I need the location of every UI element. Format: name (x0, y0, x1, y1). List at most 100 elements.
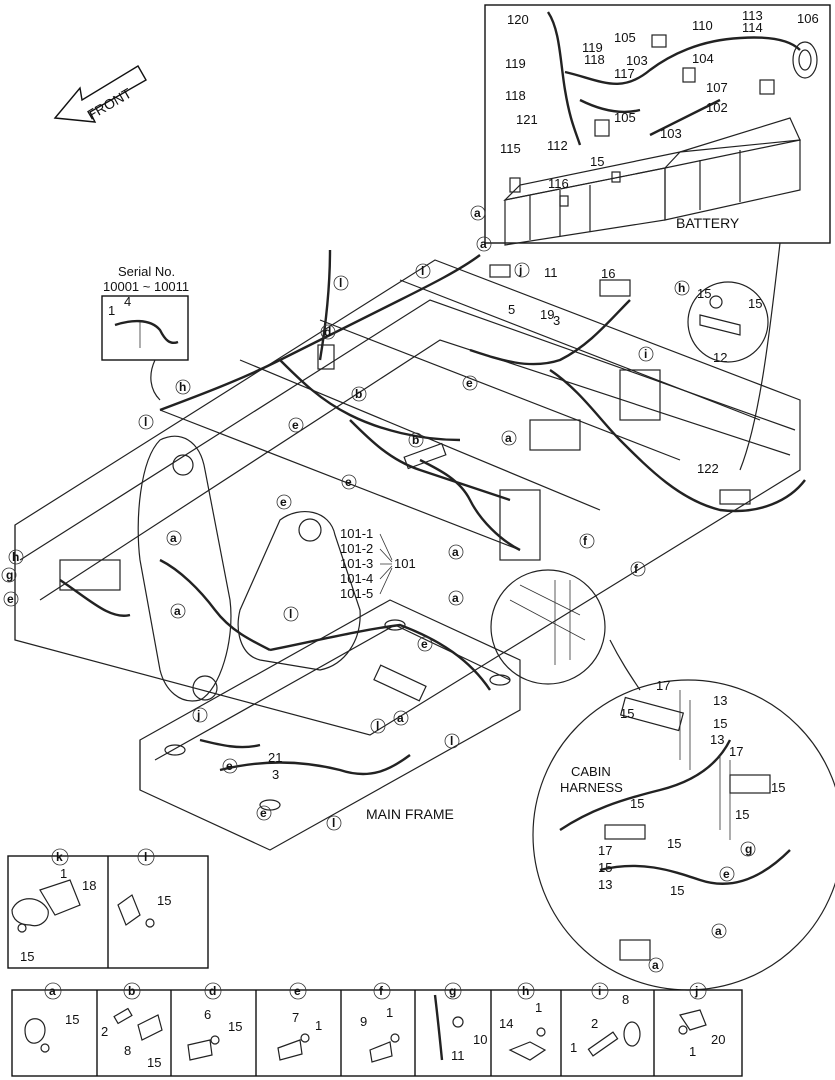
detail-k-18: 18 (82, 878, 96, 893)
callout-16: 16 (601, 266, 615, 281)
battery-callout-120: 120 (507, 12, 529, 27)
detail-i-tag: i (591, 982, 609, 1000)
svg-text:a: a (452, 545, 459, 559)
svg-text:a: a (474, 206, 481, 220)
callout-11: 11 (544, 265, 558, 280)
battery-callout-115: 115 (500, 141, 521, 156)
detail-f-9: 9 (360, 1014, 367, 1029)
cabin-callout-13b: 13 (710, 732, 724, 747)
tag-l-1: l (415, 263, 431, 279)
svg-text:b: b (355, 387, 362, 401)
cabin-callout-15f: 15 (667, 836, 681, 851)
svg-text:e: e (345, 475, 352, 489)
tag-a-6: a (393, 710, 409, 726)
cabin-callout-17a: 17 (656, 678, 670, 693)
callout-21: 21 (268, 750, 282, 765)
svg-text:l: l (144, 415, 147, 429)
tag-l-5: l (370, 718, 386, 734)
cabin-callout-15g: 15 (598, 860, 612, 875)
cabin-callout-13c: 13 (598, 877, 612, 892)
callout-3b: 3 (272, 767, 279, 782)
detail-j-tag: j (689, 982, 707, 1000)
tag-i-1: i (638, 346, 654, 362)
battery-callout-119b: 119 (582, 40, 603, 55)
detail-h-tag: h (517, 982, 535, 1000)
callout-101-1: 101-1 (340, 526, 373, 541)
battery-callout-107: 107 (706, 80, 728, 95)
svg-text:a: a (397, 711, 404, 725)
svg-text:a: a (170, 531, 177, 545)
detail-b-2: 2 (101, 1024, 108, 1039)
cabin-callout-13a: 13 (713, 693, 727, 708)
detail-b-15: 15 (147, 1055, 161, 1070)
cabin-tag-e: e (719, 866, 735, 882)
battery-callout-103a: 103 (626, 53, 648, 68)
svg-text:f: f (634, 562, 639, 576)
svg-text:d: d (324, 325, 331, 339)
letter-tags: a a j h l l d i b b e e e e e e e e a a … (1, 205, 690, 831)
svg-text:l: l (289, 607, 292, 621)
tag-d-1: d (320, 324, 336, 340)
svg-text:j: j (518, 263, 522, 277)
tag-l-7: l (326, 815, 342, 831)
cabin-callout-15h: 15 (670, 883, 684, 898)
detail-d-15: 15 (228, 1019, 242, 1034)
tag-a-5: a (448, 590, 464, 606)
cabin-harness-inset: 17 13 15 15 13 17 15 15 15 15 17 15 13 1… (490, 569, 835, 991)
detail-l-15: 15 (157, 893, 171, 908)
detail-e-tag: e (289, 982, 307, 1000)
tag-l-2: l (333, 275, 349, 291)
main-frame-label: MAIN FRAME (366, 806, 454, 822)
detail-kl: k l 1 18 15 15 (7, 848, 209, 969)
battery-callout-103b: 103 (660, 126, 682, 141)
cabin-tag-f: g (740, 841, 756, 857)
svg-text:i: i (598, 984, 601, 998)
battery-callout-105b: 105 (614, 110, 636, 125)
tag-l-3: l (138, 414, 154, 430)
tag-a-3: a (501, 430, 517, 446)
detail-g-10: 10 (473, 1032, 487, 1047)
svg-text:g: g (449, 984, 456, 998)
callout-101: 101 (394, 556, 416, 571)
callout-101-4: 101-4 (340, 571, 373, 586)
svg-text:l: l (144, 850, 147, 864)
detail-i-1: 1 (570, 1040, 577, 1055)
battery-callout-112: 112 (547, 138, 568, 153)
tag-l-4: l (283, 606, 299, 622)
detail-i-8: 8 (622, 992, 629, 1007)
serial-label-1: Serial No. (118, 264, 175, 279)
callout-101-2: 101-2 (340, 541, 373, 556)
detail-d-6: 6 (204, 1007, 211, 1022)
detail-g-11: 11 (451, 1048, 465, 1063)
callout-5: 5 (508, 302, 515, 317)
svg-text:f: f (379, 984, 384, 998)
tag-g-1: f (579, 533, 595, 549)
svg-text:l: l (332, 816, 335, 830)
svg-text:k: k (56, 850, 63, 864)
svg-text:l: l (421, 264, 424, 278)
tag-a-1: a (470, 205, 486, 221)
detail-j-1: 1 (689, 1044, 696, 1059)
battery-callout-116: 116 (548, 176, 569, 191)
tag-h-1: h (674, 280, 690, 296)
svg-text:i: i (644, 347, 647, 361)
detail-i-2: 2 (591, 1016, 598, 1031)
tag-l-6: l (444, 733, 460, 749)
battery-callout-15: 15 (590, 154, 604, 169)
cabin-callout-15d: 15 (735, 807, 749, 822)
tag-j-2: j (192, 707, 208, 723)
svg-text:e: e (280, 495, 287, 509)
battery-callout-105: 105 (614, 30, 636, 45)
detail-g-tag: g (444, 982, 462, 1000)
svg-text:e: e (421, 637, 428, 651)
tag-j-1: j (514, 262, 530, 278)
detail-j-20: 20 (711, 1032, 725, 1047)
serial-callout-4: 4 (124, 294, 131, 309)
detail-b-tag: b (123, 982, 141, 1000)
detail-b-8: 8 (124, 1043, 131, 1058)
battery-callout-102: 102 (706, 100, 728, 115)
tag-a-7: a (166, 530, 182, 546)
svg-text:j: j (694, 984, 698, 998)
cabin-callout-15a: 15 (620, 706, 634, 721)
